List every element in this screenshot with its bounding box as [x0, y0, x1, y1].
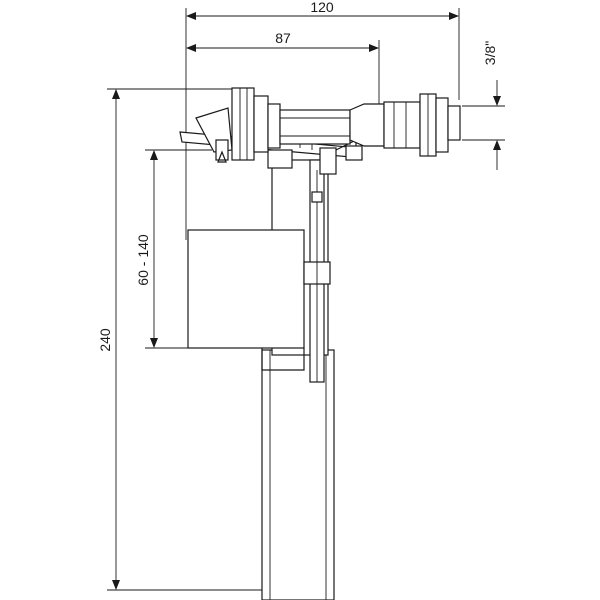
dimension-adjust-range: 60 - 140 — [135, 149, 212, 349]
valve-head — [231, 87, 351, 161]
adjustment-rod — [303, 159, 331, 383]
float-block — [187, 229, 305, 349]
inlet-connector — [349, 93, 461, 157]
thread-label: 3/8" — [482, 41, 498, 65]
dimension-overall-width: 120 — [185, 0, 460, 240]
overall-width-label: 120 — [310, 0, 334, 15]
stem-tube — [261, 349, 335, 600]
dimension-arm-width: 87 — [186, 30, 380, 112]
dimension-thread: 3/8" — [462, 41, 505, 170]
adjust-range-label: 60 - 140 — [135, 234, 151, 286]
overall-height-label: 240 — [97, 328, 113, 352]
dimension-overall-height: 240 — [97, 88, 270, 591]
valve-body — [179, 87, 461, 600]
arm-width-label: 87 — [275, 30, 291, 46]
